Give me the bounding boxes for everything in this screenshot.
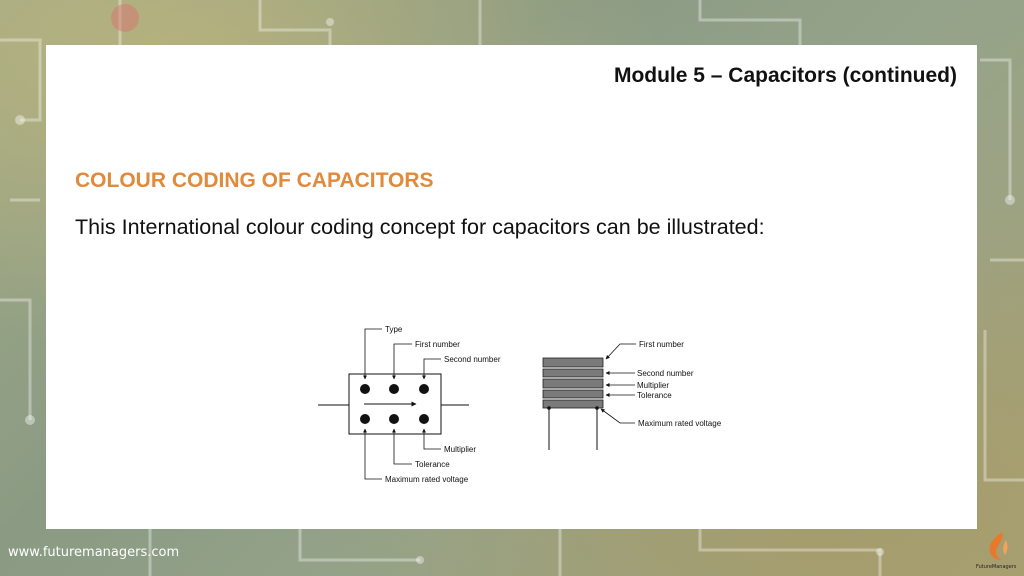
label-second-number: Second number	[444, 355, 501, 364]
band-label-first-number: First number	[639, 340, 684, 349]
logo-text: FutureManagers	[976, 564, 1016, 570]
band-code-capacitor: First number Second number Multiplier To…	[542, 340, 722, 450]
band-label-tolerance: Tolerance	[637, 391, 672, 400]
dot-tolerance	[389, 414, 399, 424]
label-tolerance: Tolerance	[415, 460, 450, 469]
callout-max-voltage	[363, 428, 382, 480]
label-max-voltage: Maximum rated voltage	[385, 475, 469, 484]
logo-flame-icon	[989, 532, 1008, 560]
callout-type	[363, 328, 382, 380]
dot-max-voltage	[360, 414, 370, 424]
content-panel: Module 5 – Capacitors (continued) COLOUR…	[46, 45, 977, 529]
callout-band-max-voltage	[600, 408, 635, 424]
dot-type	[360, 384, 370, 394]
label-first-number: First number	[415, 340, 460, 349]
section-heading: COLOUR CODING OF CAPACITORS	[75, 169, 434, 192]
capacitor-colour-code-diagram: Type First number Second number Multipli…	[318, 325, 722, 484]
module-title: Module 5 – Capacitors (continued)	[613, 64, 957, 87]
footer-url: www.futuremanagers.com	[8, 545, 180, 560]
band-first-number	[542, 357, 604, 368]
label-multiplier: Multiplier	[444, 445, 476, 454]
future-managers-logo-icon: FutureManagers	[976, 530, 1016, 574]
band-label-multiplier: Multiplier	[637, 381, 669, 390]
band-multiplier	[542, 378, 604, 389]
band-second-number	[542, 368, 604, 378]
callout-tolerance	[392, 428, 412, 465]
callout-second-number	[422, 358, 441, 380]
band-label-max-voltage: Maximum rated voltage	[638, 419, 722, 428]
callout-multiplier	[422, 428, 441, 450]
dot-second-number	[419, 384, 429, 394]
dot-first-number	[389, 384, 399, 394]
callout-first-number	[392, 343, 412, 380]
dot-code-capacitor: Type First number Second number Multipli…	[318, 325, 501, 484]
label-type: Type	[385, 325, 403, 334]
lead-joint-right	[595, 406, 599, 410]
band-tolerance	[542, 389, 604, 399]
band-label-second-number: Second number	[637, 369, 694, 378]
dot-multiplier	[419, 414, 429, 424]
body-text: This International colour coding concept…	[75, 215, 765, 239]
callout-band-first-number	[605, 343, 636, 360]
band-max-voltage	[542, 399, 604, 409]
lead-joint-left	[547, 406, 551, 410]
